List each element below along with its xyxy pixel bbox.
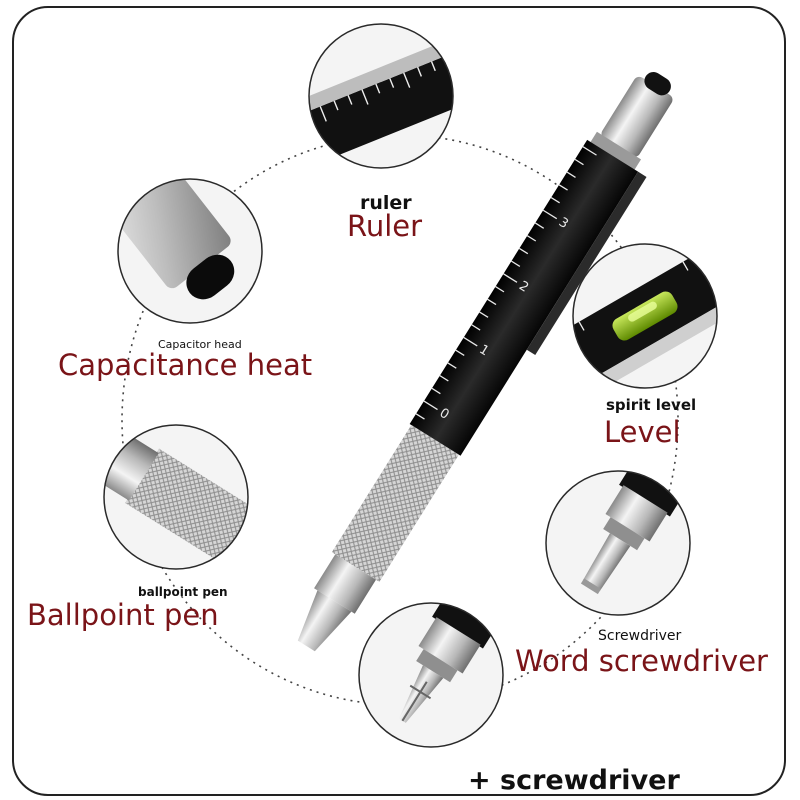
capacitor-label-small: Capacitor head (158, 338, 242, 351)
pen-stylus-cap (601, 76, 673, 157)
phillips-screwdriver-icon (398, 603, 503, 723)
capacitance-label: Capacitance heat (58, 348, 313, 382)
level-label: Level (604, 415, 681, 449)
ballpoint-label-small: ballpoint pen (138, 585, 228, 599)
ruler-label: Ruler (347, 209, 423, 243)
main-pen: 0 1 2 3 (297, 72, 673, 652)
level-label-small: spirit level (606, 396, 697, 414)
pen-ruler-scale (415, 146, 597, 420)
ballpoint-label: Ballpoint pen (27, 598, 219, 632)
pen-grip (331, 425, 459, 582)
ruler-label-small: ruler (360, 192, 412, 214)
pen-body (409, 139, 639, 456)
pen-tip (297, 590, 352, 652)
phillips-screwdriver-label: + screwdriver (468, 765, 680, 796)
screwdriver-label-small: Screwdriver (598, 628, 682, 644)
stylus-tip-icon (644, 72, 671, 96)
word-screwdriver-label: Word screwdriver (515, 644, 768, 678)
flathead-screwdriver-icon (580, 471, 690, 595)
spirit-level-icon (573, 244, 717, 388)
stylus-tip-closeup-icon (118, 179, 235, 300)
